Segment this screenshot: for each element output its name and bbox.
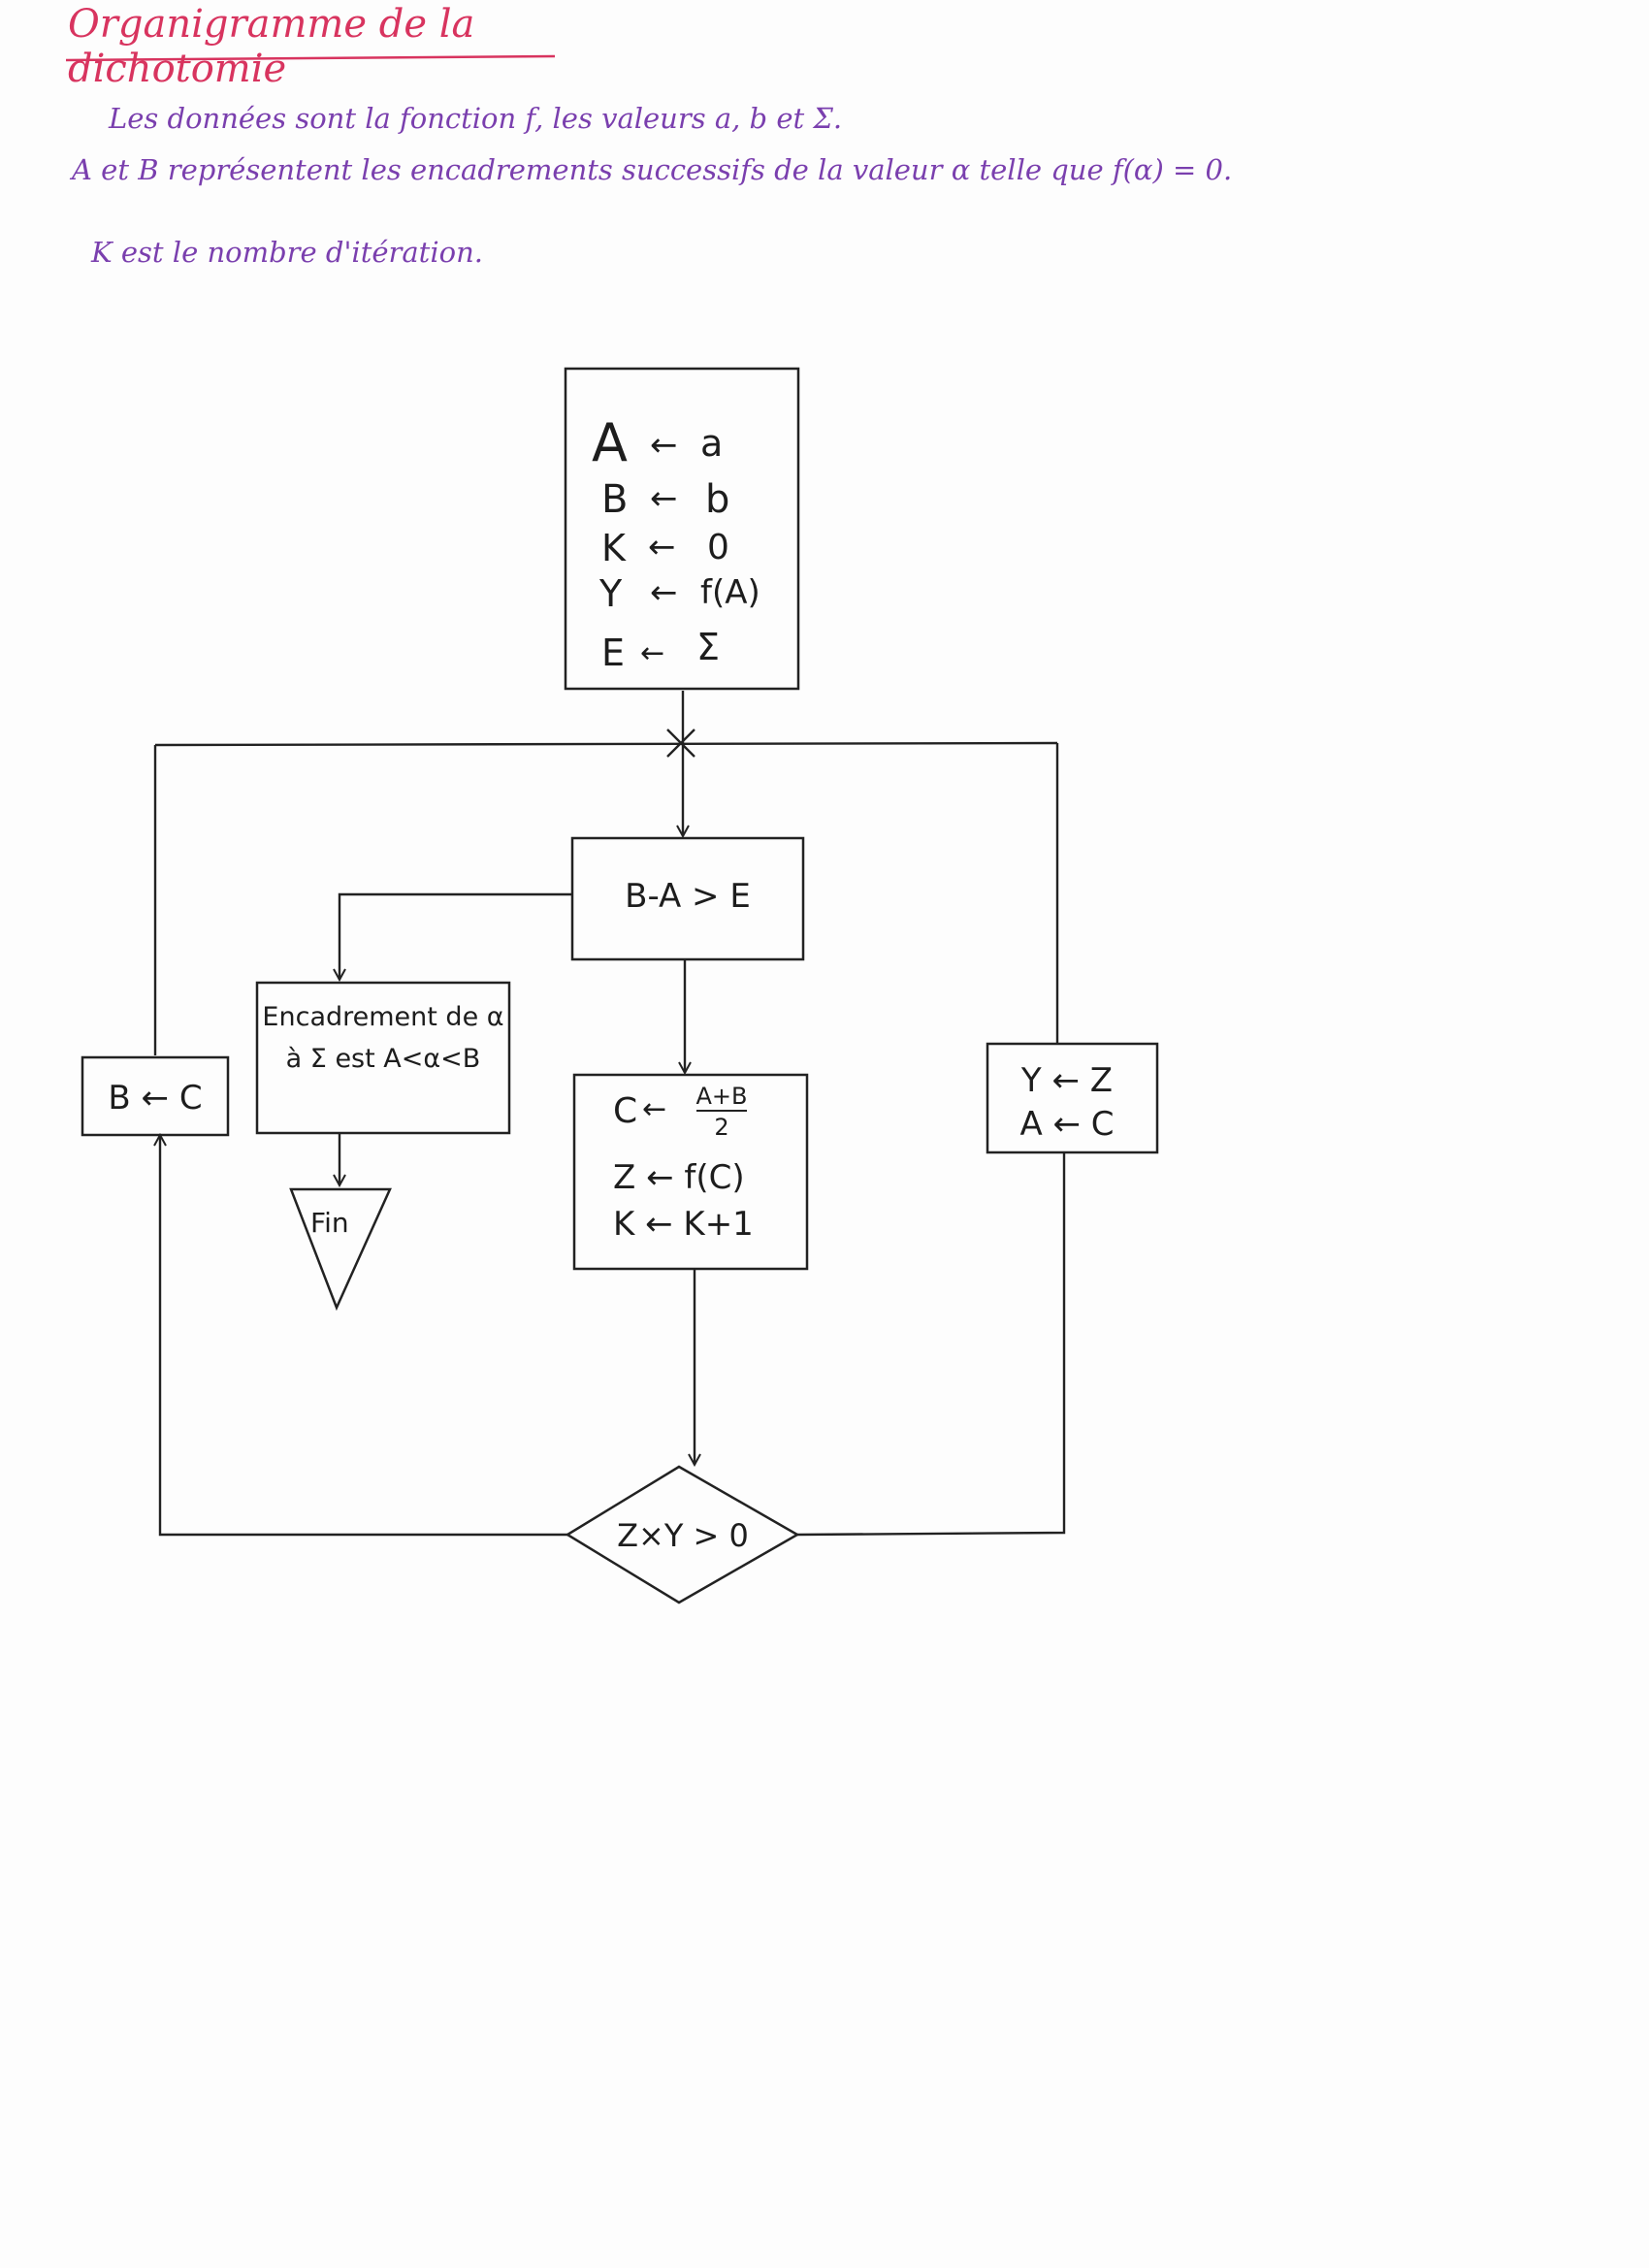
init-box	[564, 367, 800, 691]
condition-text: B-A > E	[625, 877, 751, 916]
title-underline	[65, 54, 556, 62]
arrow-test-to-left-assign	[160, 1135, 567, 1537]
init-val-e: Σ	[696, 626, 720, 668]
result-box	[255, 981, 511, 1135]
compute-z-line: Z ← f(C)	[613, 1158, 745, 1197]
init-arrow-k: ←	[648, 528, 676, 567]
init-val-a: a	[700, 422, 723, 465]
end-terminator	[289, 1187, 392, 1312]
init-val-b: b	[705, 477, 729, 522]
end-label: Fin	[310, 1207, 349, 1239]
compute-c-den: 2	[714, 1114, 728, 1141]
test-text: Z×Y > 0	[617, 1517, 749, 1554]
init-var-b: B	[601, 477, 628, 522]
condition-box	[570, 836, 805, 961]
arrow-condition-to-result	[340, 892, 572, 980]
page-title: Organigramme de la dichotomie	[68, 2, 475, 91]
compute-assignments: C ← A+B 2 Z ← f(C) K ← K+1	[613, 1083, 754, 1244]
compute-c-num: A+B	[696, 1083, 748, 1110]
right-assign-line-2: A ← C	[1019, 1105, 1114, 1144]
right-assign-box	[986, 1042, 1159, 1154]
note-line-2: A et B représentent les encadrements suc…	[72, 153, 1233, 186]
loop-junction	[666, 729, 695, 758]
init-var-y: Y	[598, 572, 623, 615]
note-line-3: K est le nombre d'itération.	[91, 236, 483, 269]
init-arrow-e: ←	[640, 636, 664, 670]
init-arrow-y: ←	[650, 573, 678, 612]
init-val-y: f(A)	[700, 573, 760, 612]
init-assignments: A ← a B ← b K ← 0 Y ← f(A) E ← Σ	[592, 412, 760, 674]
compute-k-line: K ← K+1	[613, 1205, 754, 1244]
init-arrow-b: ←	[650, 479, 678, 518]
init-arrow-a: ←	[650, 426, 678, 465]
init-var-k: K	[601, 527, 627, 569]
result-line-1: Encadrement de α	[262, 1002, 503, 1032]
init-var-e: E	[601, 632, 625, 674]
left-assign-box	[81, 1055, 230, 1137]
test-diamond	[565, 1465, 800, 1604]
right-assign-line-1: Y ← Z	[1020, 1061, 1113, 1100]
compute-c-arrow: ←	[642, 1092, 666, 1126]
compute-box	[572, 1073, 809, 1271]
init-var-a: A	[592, 412, 628, 473]
loop-top-line	[154, 741, 1058, 747]
note-line-1: Les données sont la fonction f, les vale…	[109, 102, 843, 135]
compute-c-var: C	[613, 1091, 637, 1131]
result-line-2: à Σ est A<α<B	[286, 1044, 481, 1074]
wire-test-to-right-assign	[796, 1152, 1066, 1537]
left-assign-text: B ← C	[108, 1079, 202, 1118]
init-val-k: 0	[707, 528, 729, 567]
